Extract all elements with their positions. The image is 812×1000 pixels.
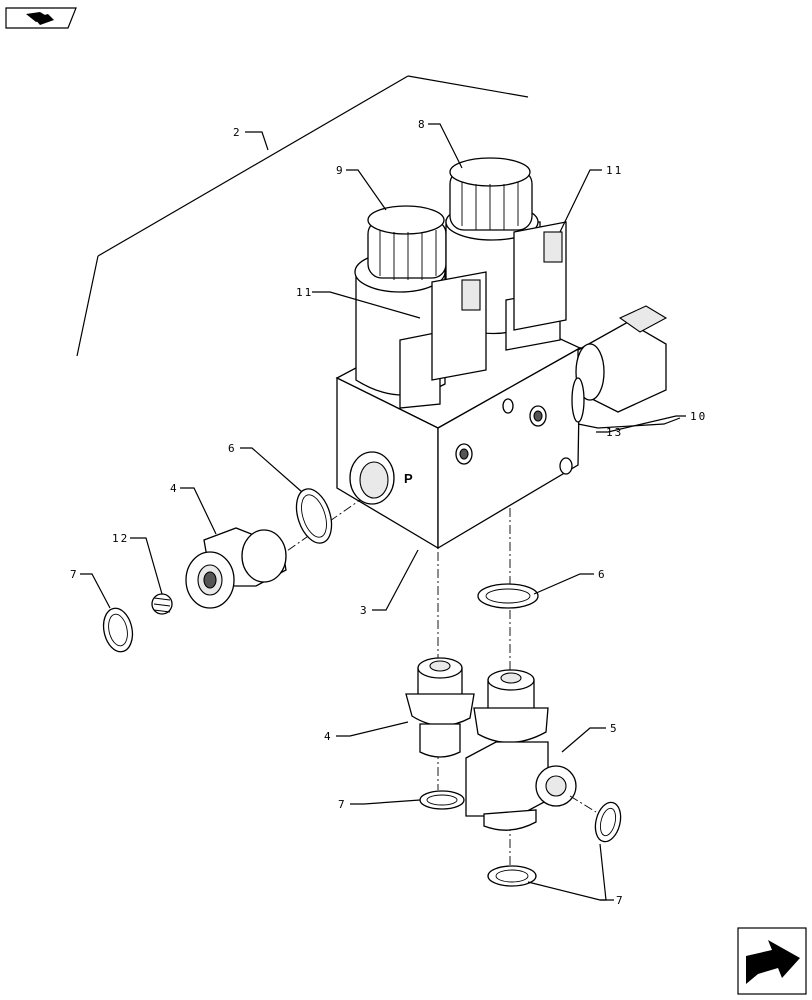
port-label: P: [404, 471, 413, 486]
callout-2: 2: [233, 126, 242, 139]
callout-4-lower: 4: [324, 730, 333, 743]
o-ring-6-lower: [477, 583, 539, 609]
callout-13: 13: [606, 426, 623, 439]
callout-5: 5: [610, 722, 619, 735]
connector-right: [505, 221, 567, 351]
callout-12: 12: [112, 532, 129, 545]
callout-7-left: 7: [70, 568, 79, 581]
callout-9: 9: [336, 164, 345, 177]
callout-10: 10: [690, 410, 707, 423]
o-ring-7-left: [102, 607, 134, 653]
callout-4-left: 4: [170, 482, 179, 495]
callout-11-right: 11: [606, 164, 623, 177]
next-page-arrow-icon[interactable]: [737, 927, 807, 995]
assembly-bracket: [76, 75, 529, 357]
callout-6-left: 6: [228, 442, 237, 455]
o-ring-7-right: [594, 801, 622, 843]
pressure-valve: [571, 305, 668, 423]
callout-6-lower: 6: [598, 568, 607, 581]
leader-lines: [80, 123, 686, 901]
connector-left: [399, 271, 487, 409]
callout-3: 3: [360, 604, 369, 617]
callout-11-left: 11: [296, 286, 313, 299]
callout-8: 8: [418, 118, 427, 131]
book-hand-icon[interactable]: [5, 7, 77, 29]
callout-7-lower: 7: [338, 798, 347, 811]
o-ring-6-left: [295, 488, 333, 544]
o-ring-7-lower-left: [419, 790, 465, 810]
orifice-plug-12: [151, 593, 173, 615]
fitting-4-left: [185, 527, 287, 609]
o-ring-7-bottom: [487, 865, 537, 887]
axis-right: [569, 795, 597, 813]
fitting-4-lower: [405, 657, 475, 758]
callout-7-right: 7: [616, 894, 625, 907]
tee-fitting-5: [465, 669, 577, 831]
